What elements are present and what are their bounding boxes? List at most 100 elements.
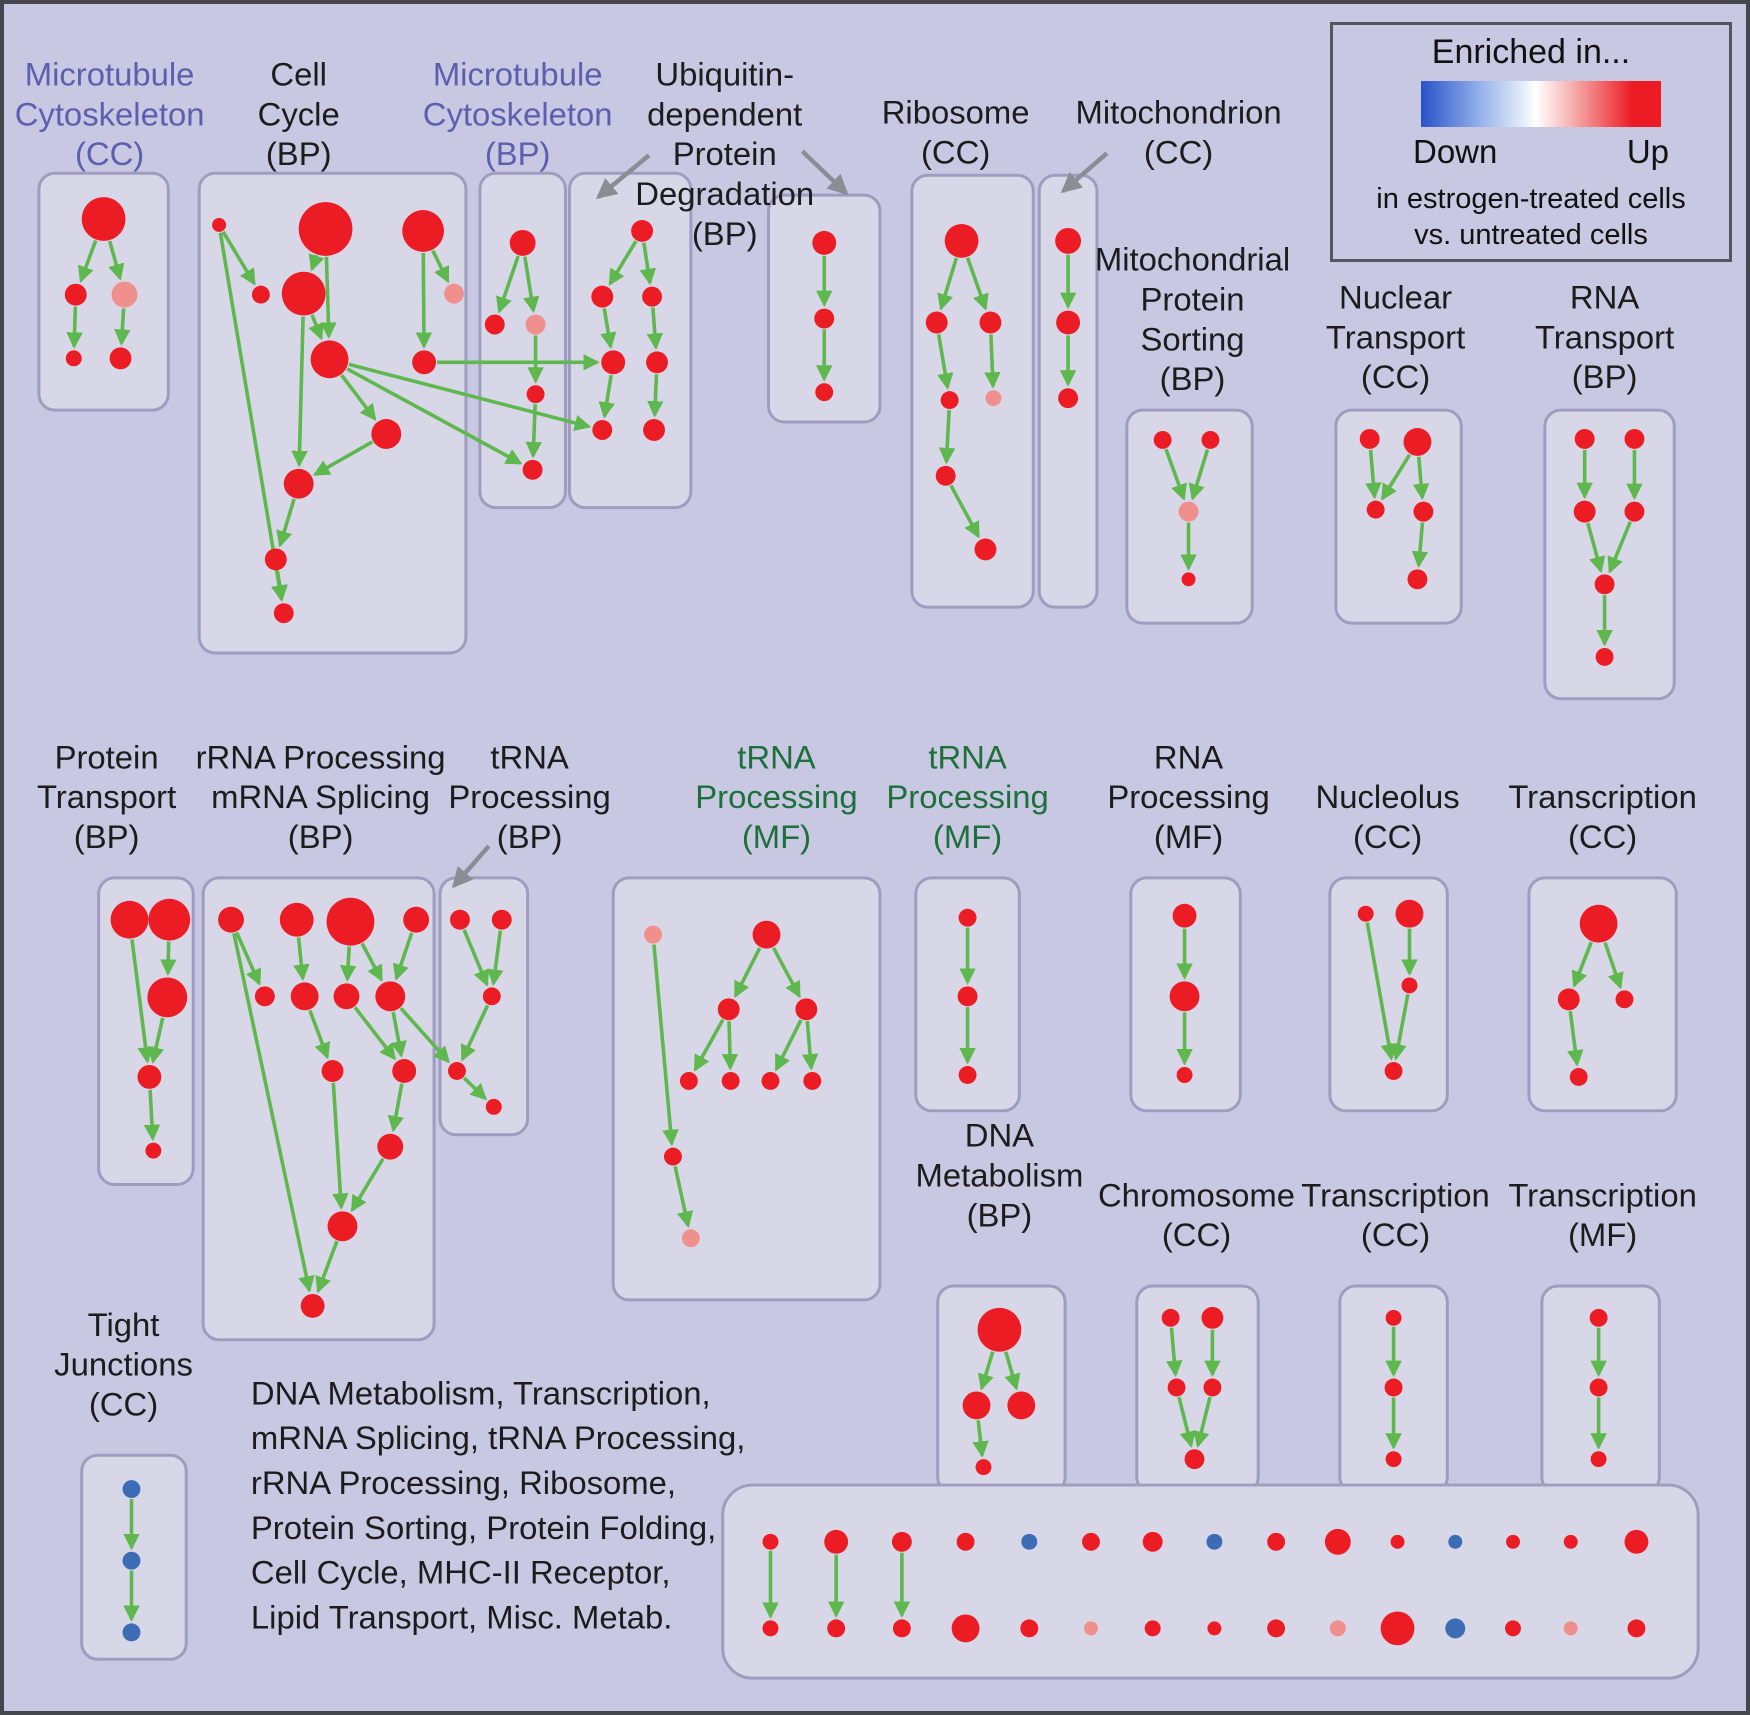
misc-functions-node-9 [1020, 1619, 1039, 1638]
misc-functions-node-2 [824, 1529, 849, 1554]
ribosome-cc-edge-4 [938, 409, 956, 465]
misc-functions-node-14 [1206, 1533, 1223, 1550]
cross-cluster-edge-3 [399, 1007, 450, 1064]
rrna-processing-mrna-splicing-bp-edge-2 [339, 946, 357, 982]
rna-transport-bp-node-1 [1624, 429, 1645, 449]
transcription-cc-top-edge-1 [1603, 941, 1624, 990]
rna-transport-bp-edge-2 [1586, 522, 1606, 574]
misc-functions-node-26 [1563, 1534, 1578, 1549]
misc-functions-node-3 [827, 1619, 846, 1638]
misc-functions-node-4 [891, 1531, 912, 1552]
misc-functions-node-29 [1627, 1619, 1646, 1638]
transcription-cc-bottom-node-2 [1385, 1451, 1402, 1468]
rrna-processing-mrna-splicing-bp-edge-0 [235, 931, 262, 986]
trna-processing-bp-edge-1 [487, 930, 504, 986]
misc-functions-node-12 [1142, 1531, 1163, 1552]
transcription-mf-node-0 [1589, 1308, 1608, 1327]
legend-up-label: Up [1626, 133, 1669, 170]
cell-cycle-bp-node-2 [402, 210, 445, 252]
rrna-processing-mrna-splicing-bp-edge-6 [353, 1006, 396, 1061]
transcription-cc-top-edge-2 [1567, 1010, 1584, 1067]
rrna-processing-mrna-splicing-bp-node-8 [321, 1060, 344, 1082]
misc-functions-node-22 [1448, 1534, 1463, 1549]
nucleolus-cc-node-3 [1384, 1062, 1403, 1080]
rrna-processing-mrna-splicing-bp-edge-5 [308, 1009, 331, 1060]
legend: Enriched in... Down Up in estrogen-treat… [1330, 22, 1732, 262]
mitochondrion-cc-node-1 [1056, 310, 1081, 335]
chromosome-cc-edge-2 [1177, 1396, 1196, 1449]
trna-processing-mf-large-node-1 [752, 920, 781, 949]
ubiquitin-degradation-right-node-2 [815, 383, 834, 402]
trna-processing-bp-node-0 [449, 909, 470, 930]
misc-functions-node-25 [1505, 1620, 1521, 1637]
cell-cycle-bp-edge-4 [431, 249, 450, 284]
cell-cycle-bp-edge-3 [415, 252, 433, 349]
ribosome-cc-edge-1 [965, 257, 989, 311]
nuclear-transport-cc-edge-1 [1412, 456, 1430, 501]
mitochondrion-cc-node-0 [1055, 227, 1082, 254]
legend-subtitle-2: vs. untreated cells [1414, 219, 1648, 251]
ribosome-cc-node-3 [940, 391, 959, 410]
rna-transport-bp-node-2 [1573, 500, 1596, 523]
microtubule-cytoskeleton-bp-edge-0 [496, 255, 520, 314]
protein-transport-bp-edge-3 [143, 1089, 161, 1142]
cell-cycle-bp-node-6 [310, 340, 349, 379]
cell-cycle-bp-edge-5 [308, 314, 324, 341]
rrna-processing-mrna-splicing-bp-node-4 [254, 986, 275, 1007]
transcription-cc-bottom-node-1 [1384, 1378, 1403, 1397]
cell-cycle-bp-edge-9 [276, 498, 296, 548]
cell-cycle-bp-node-7 [412, 350, 437, 375]
chromosome-cc-node-3 [1203, 1378, 1222, 1397]
transcription-cc-top-node-0 [1579, 904, 1618, 943]
cell-cycle-bp-node-1 [298, 202, 353, 256]
microtubule-cytoskeleton-bp-node-1 [484, 314, 505, 335]
rrna-processing-mrna-splicing-bp-node-0 [218, 906, 244, 933]
transcription-cc-top-edge-0 [1571, 941, 1593, 988]
cell-cycle-bp-node-9 [283, 468, 314, 499]
transcription-cc-bottom-node-0 [1385, 1309, 1402, 1326]
rrna-processing-mrna-splicing-bp-node-2 [326, 897, 375, 946]
ribosome-cc-node-0 [944, 223, 979, 258]
rna-transport-bp-node-0 [1574, 429, 1595, 449]
nucleolus-cc-node-0 [1357, 905, 1374, 922]
rrna-processing-mrna-splicing-bp-edge-11 [315, 1240, 339, 1294]
tight-junctions-cc-node-1 [122, 1551, 141, 1570]
nuclear-transport-cc-edge-2 [1365, 449, 1382, 500]
microtubule-cytoskeleton-bp-node-2 [525, 314, 546, 335]
misc-functions-node-15 [1207, 1621, 1222, 1636]
ubiquitin-degradation-left-node-3 [601, 350, 626, 375]
nuclear-transport-cc-node-3 [1413, 501, 1434, 522]
ubiquitin-degradation-left-edge-3 [646, 307, 664, 350]
nucleolus-cc-edge-1 [1365, 922, 1397, 1061]
misc-functions-node-13 [1144, 1620, 1161, 1637]
ubiquitin-degradation-left-node-6 [643, 419, 665, 441]
microtubule-cytoskeleton-cc-node-3 [65, 350, 82, 367]
ribosome-cc-node-5 [935, 465, 956, 486]
dna-metabolism-bp-edge-2 [972, 1420, 989, 1458]
trna-processing-mf-large-node-8 [663, 1147, 682, 1166]
ribosome-cc-label: Ribosome(CC) [882, 93, 1030, 170]
cell-cycle-bp-edge-8 [312, 440, 374, 476]
rrna-processing-mrna-splicing-bp-edge-8 [331, 1082, 349, 1210]
ubiquitin-degradation-left-node-2 [642, 286, 662, 307]
transcription-cc-top-box [1527, 876, 1678, 1113]
misc-functions-node-28 [1624, 1529, 1649, 1554]
ribosome-cc-edge-0 [937, 257, 959, 311]
ribosome-cc-node-6 [974, 538, 997, 561]
trna-processing-bp-edge-3 [462, 1076, 487, 1101]
legend-title: Enriched in... [1431, 33, 1631, 71]
rrna-processing-mrna-splicing-bp-node-6 [333, 983, 360, 1010]
transcription-mf-node-2 [1590, 1451, 1607, 1468]
transcription-cc-top-node-2 [1615, 990, 1634, 1009]
mitochondrial-protein-sorting-bp-edge-1 [1188, 448, 1210, 501]
rrna-processing-mrna-splicing-bp-node-10 [377, 1133, 404, 1160]
trna-processing-bp-node-3 [448, 1062, 466, 1080]
rrna-processing-mrna-splicing-bp-edge-4 [392, 932, 414, 981]
cell-cycle-bp-node-11 [273, 603, 294, 624]
